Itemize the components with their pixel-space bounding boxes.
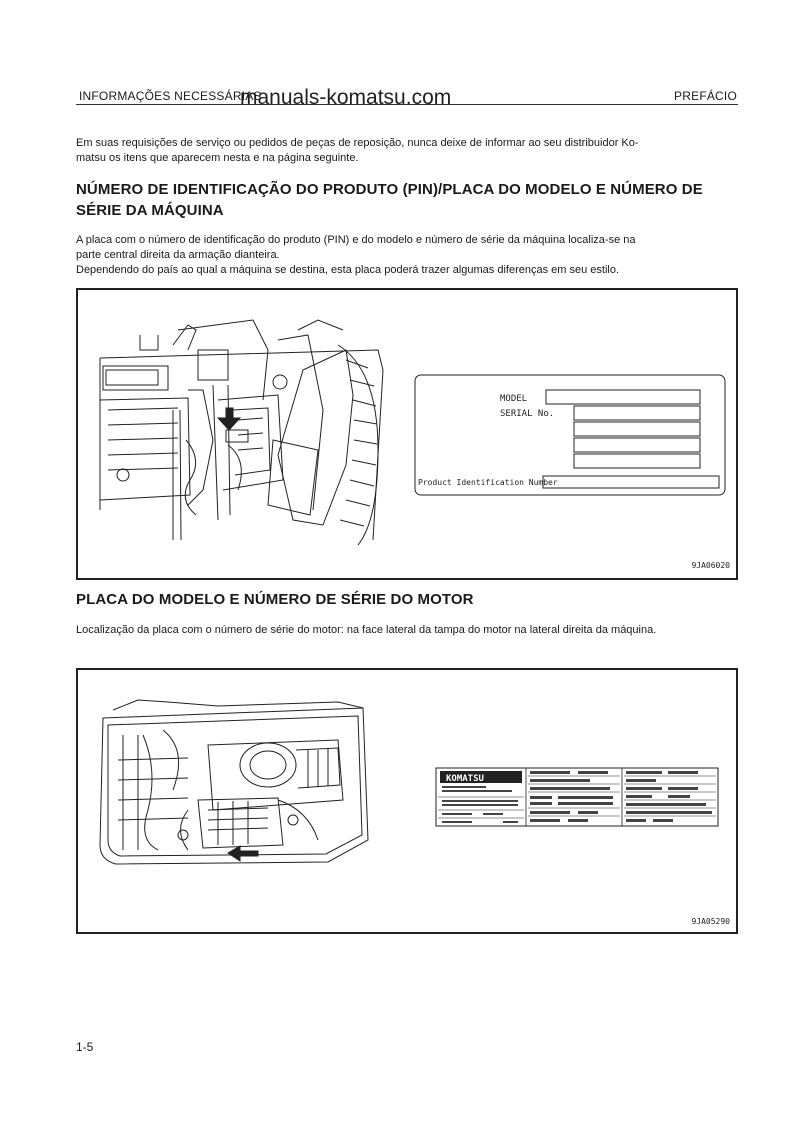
machine-frame-illustration: MODEL SERIAL No. Product Identification … <box>99 319 726 546</box>
engine-plate-drawing: KOMATSU <box>435 767 719 827</box>
intro-paragraph: Em suas requisições de serviço ou pedido… <box>76 136 746 166</box>
watermark: manuals-komatsu.com <box>240 86 452 109</box>
section-title-pin-line-1: NÚMERO DE IDENTIFICAÇÃO DO PRODUTO (PIN)… <box>76 181 703 198</box>
section-title-pin-line-2: SÉRIE DA MÁQUINA <box>76 202 224 219</box>
section-title-pin: NÚMERO DE IDENTIFICAÇÃO DO PRODUTO (PIN)… <box>76 179 756 221</box>
figure-code-1: 9JA06020 <box>691 561 730 570</box>
plate-pin-label: Product Identification Number <box>418 478 558 487</box>
engine-plate-brand: KOMATSU <box>446 774 484 784</box>
header-rule <box>76 104 738 105</box>
plate-serial-label: SERIAL No. <box>500 409 554 419</box>
running-header-chapter: PREFÁCIO <box>674 89 737 103</box>
section-title-engine: PLACA DO MODELO E NÚMERO DE SÉRIE DO MOT… <box>76 591 474 608</box>
plate-model-label: MODEL <box>500 394 527 404</box>
intro-line-1: Em suas requisições de serviço ou pedido… <box>76 137 639 149</box>
pin-body-line-1: A placa com o número de identificação do… <box>76 234 636 246</box>
pin-body-line-3: Dependendo do país ao qual a máquina se … <box>76 264 620 276</box>
model-plate-drawing: MODEL SERIAL No. Product Identification … <box>414 374 726 496</box>
pin-body-line-2: parte central direita da armação diantei… <box>76 249 280 261</box>
running-header-section: INFORMAÇÕES NECESSÁRIAS <box>79 89 262 103</box>
figure-engine-plate: KOMATSU <box>76 668 738 934</box>
intro-line-2: matsu os itens que aparecem nesta e na p… <box>76 152 359 164</box>
section-body-engine: Localização da placa com o número de sér… <box>76 624 657 636</box>
page-number: 1-5 <box>76 1040 94 1054</box>
section-body-pin: A placa com o número de identificação do… <box>76 233 746 278</box>
engine-compartment-illustration: KOMATSU <box>99 699 719 865</box>
figure-code-2: 9JA05290 <box>691 917 730 926</box>
figure-machine-plate: MODEL SERIAL No. Product Identification … <box>76 288 738 580</box>
